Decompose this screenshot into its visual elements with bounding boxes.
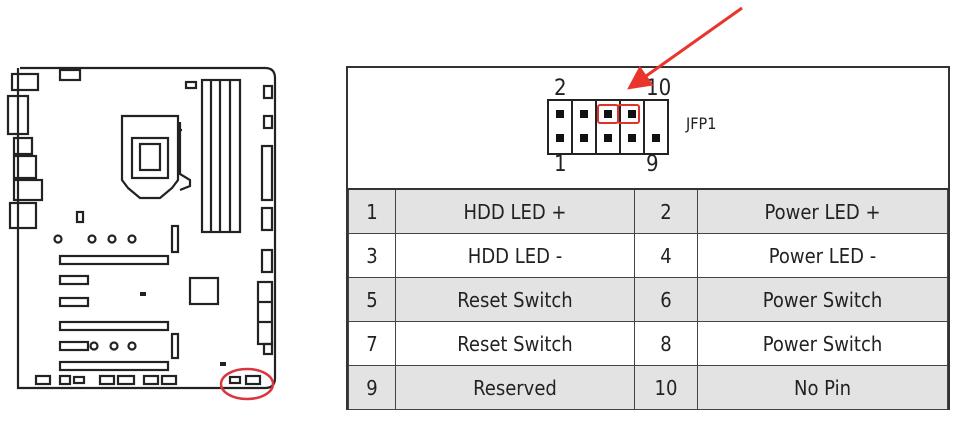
pin-signal: Reserved <box>395 365 635 410</box>
pin-number: 6 <box>634 277 698 322</box>
pin-number: 8 <box>634 321 698 366</box>
pin-label-top-left: 2 <box>554 76 567 101</box>
io-port <box>12 154 38 180</box>
pin-number: 1 <box>348 188 396 234</box>
pin-signal: Power LED + <box>697 188 948 234</box>
pin-number: 7 <box>348 321 396 366</box>
pin-signal: Power Switch <box>697 277 948 322</box>
pcie-slot <box>58 360 170 372</box>
header <box>260 248 274 274</box>
bottom-headers <box>34 374 262 386</box>
dimm-slots <box>200 78 242 234</box>
jfp1-header-diagram: 2 10 1 9 JFP1 <box>348 68 948 188</box>
pin-6 <box>604 110 612 118</box>
pin-header <box>547 99 669 155</box>
io-port <box>12 136 34 156</box>
mount-holes <box>53 234 137 244</box>
io-port <box>10 72 40 92</box>
io-port <box>8 201 38 230</box>
header <box>75 210 85 224</box>
header <box>262 114 274 130</box>
header <box>58 296 90 308</box>
atx-power <box>260 144 274 202</box>
pin-signal: Power LED - <box>697 233 948 278</box>
io-port <box>12 178 44 202</box>
pin-5 <box>604 134 612 142</box>
pin-number: 3 <box>348 233 396 278</box>
m2-slot <box>58 340 90 352</box>
header <box>256 280 274 346</box>
pin-1 <box>556 134 564 142</box>
table-row: 7 Reset Switch 8 Power Switch <box>348 321 948 366</box>
table-row: 9 Reserved 10 No Pin <box>348 365 948 410</box>
chipset <box>188 276 220 306</box>
pin-number: 4 <box>634 233 698 278</box>
pin-2 <box>556 110 564 118</box>
header <box>260 206 274 232</box>
header <box>262 342 274 356</box>
power-switch-highlight <box>597 104 640 124</box>
pinout-table: 1 HDD LED + 2 Power LED + 3 HDD LED - 4 … <box>348 188 948 410</box>
header-name: JFP1 <box>686 114 717 133</box>
m2-slot <box>170 224 180 254</box>
front-panel-callout-circle <box>219 367 275 401</box>
jfp1-pinout-panel: 2 10 1 9 JFP1 <box>346 66 950 410</box>
table-row: 3 HDD LED - 4 Power LED - <box>348 233 948 278</box>
pin-label-bottom-left: 1 <box>554 152 567 177</box>
table-row: 1 HDD LED + 2 Power LED + <box>348 188 948 234</box>
mount-holes <box>89 341 137 351</box>
pin-number: 2 <box>634 188 698 234</box>
header <box>58 274 90 286</box>
pin-4 <box>580 110 588 118</box>
io-port <box>6 94 30 136</box>
pin-3 <box>580 134 588 142</box>
pin-8 <box>628 110 636 118</box>
pin-signal: HDD LED - <box>395 233 635 278</box>
pin-number: 9 <box>348 365 396 410</box>
board-outline <box>16 66 277 390</box>
pin-number: 10 <box>634 365 698 410</box>
header <box>184 80 198 90</box>
motherboard-diagram <box>6 66 277 401</box>
m2-slot <box>170 332 180 360</box>
cpu-socket <box>120 114 192 200</box>
table-row: 5 Reset Switch 6 Power Switch <box>348 277 948 322</box>
pin-number: 5 <box>348 277 396 322</box>
pin-signal: HDD LED + <box>395 188 635 234</box>
header <box>58 68 82 82</box>
pin-signal: Reset Switch <box>395 321 635 366</box>
header <box>262 84 274 100</box>
pin-signal: Power Switch <box>697 321 948 366</box>
pin-label-bottom-right: 9 <box>646 152 659 177</box>
pin-signal: No Pin <box>697 365 948 410</box>
pin-signal: Reset Switch <box>395 277 635 322</box>
pin-9 <box>652 134 660 142</box>
pcie-slot <box>58 254 170 266</box>
pcie-slot <box>58 320 170 332</box>
pin-7 <box>628 134 636 142</box>
